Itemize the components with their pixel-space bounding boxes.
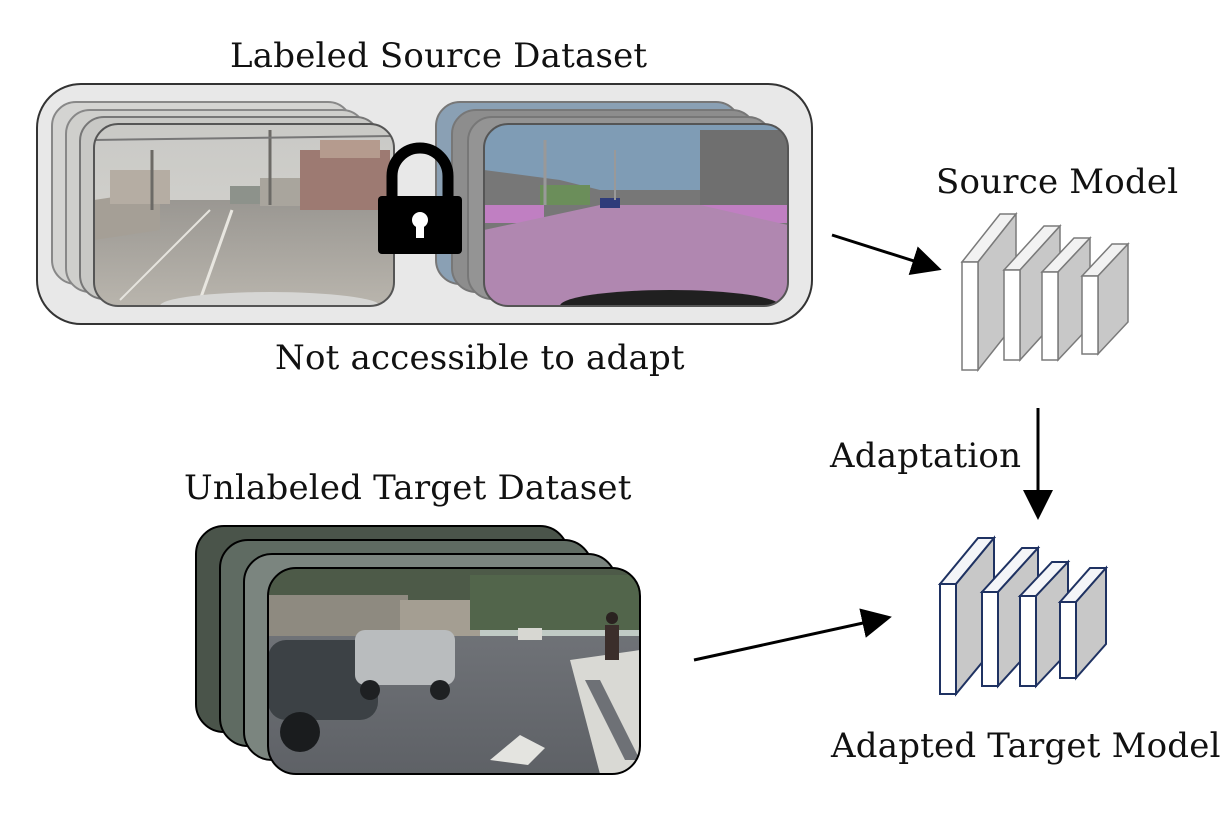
adapted-layer-4 <box>1057 565 1109 681</box>
target-image-stack <box>195 525 641 775</box>
adapted-model-icon <box>937 535 1109 697</box>
source-layer-2 <box>1002 224 1062 362</box>
arrow-target-to-model <box>693 608 892 662</box>
adaptation-label: Adaptation <box>830 436 1022 476</box>
source-model-label: Source Model <box>936 162 1179 202</box>
arrow-source-to-model <box>831 233 942 276</box>
not-accessible-caption: Not accessible to adapt <box>275 338 685 378</box>
source-model-icon <box>960 211 1130 373</box>
source-image-stack <box>51 101 395 307</box>
segmentation-label-stack <box>435 101 789 307</box>
source-layer-4 <box>1080 242 1130 356</box>
source-dataset-title: Labeled Source Dataset <box>230 36 648 76</box>
lock-icon <box>378 142 462 254</box>
adapted-model-label: Adapted Target Model <box>831 726 1221 766</box>
target-dataset-title: Unlabeled Target Dataset <box>184 468 632 508</box>
